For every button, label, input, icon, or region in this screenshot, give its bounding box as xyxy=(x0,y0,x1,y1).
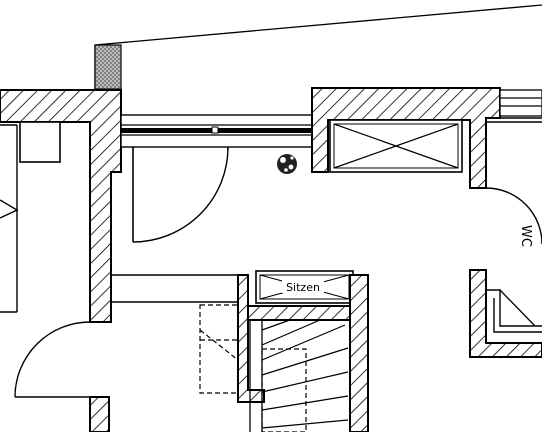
wall-right-window xyxy=(499,89,542,117)
wall-wc xyxy=(469,269,542,358)
wall-stair-right xyxy=(349,274,369,432)
wc-label: WC xyxy=(518,225,533,247)
wc-fixture xyxy=(486,289,542,333)
plant-icon xyxy=(277,154,297,174)
stair-dashed-outline-left xyxy=(199,304,239,394)
wc-fixture-diagonal xyxy=(499,289,536,327)
window-latch xyxy=(211,126,219,134)
wardrobe-inner xyxy=(333,123,459,169)
bench-label-bg xyxy=(282,280,324,293)
wall-stair-top xyxy=(247,305,351,321)
roof-edge-line xyxy=(94,4,542,46)
sitzen-label: Sitzen xyxy=(286,281,320,294)
chimney-block xyxy=(94,44,122,90)
wardrobe-cross-2 xyxy=(333,123,459,169)
wall-lower-left xyxy=(89,396,110,432)
left-room-cabinet xyxy=(19,121,61,163)
left-door-swing-small xyxy=(0,199,19,219)
stair-dashed-outline-mid xyxy=(261,348,307,432)
wall-stair-left xyxy=(237,274,265,403)
wc-door-arc xyxy=(485,187,542,245)
lower-door-arc xyxy=(14,321,91,398)
staircase xyxy=(249,319,349,432)
corridor-door-arc xyxy=(132,146,229,243)
stair-dashed-diag xyxy=(199,329,239,361)
